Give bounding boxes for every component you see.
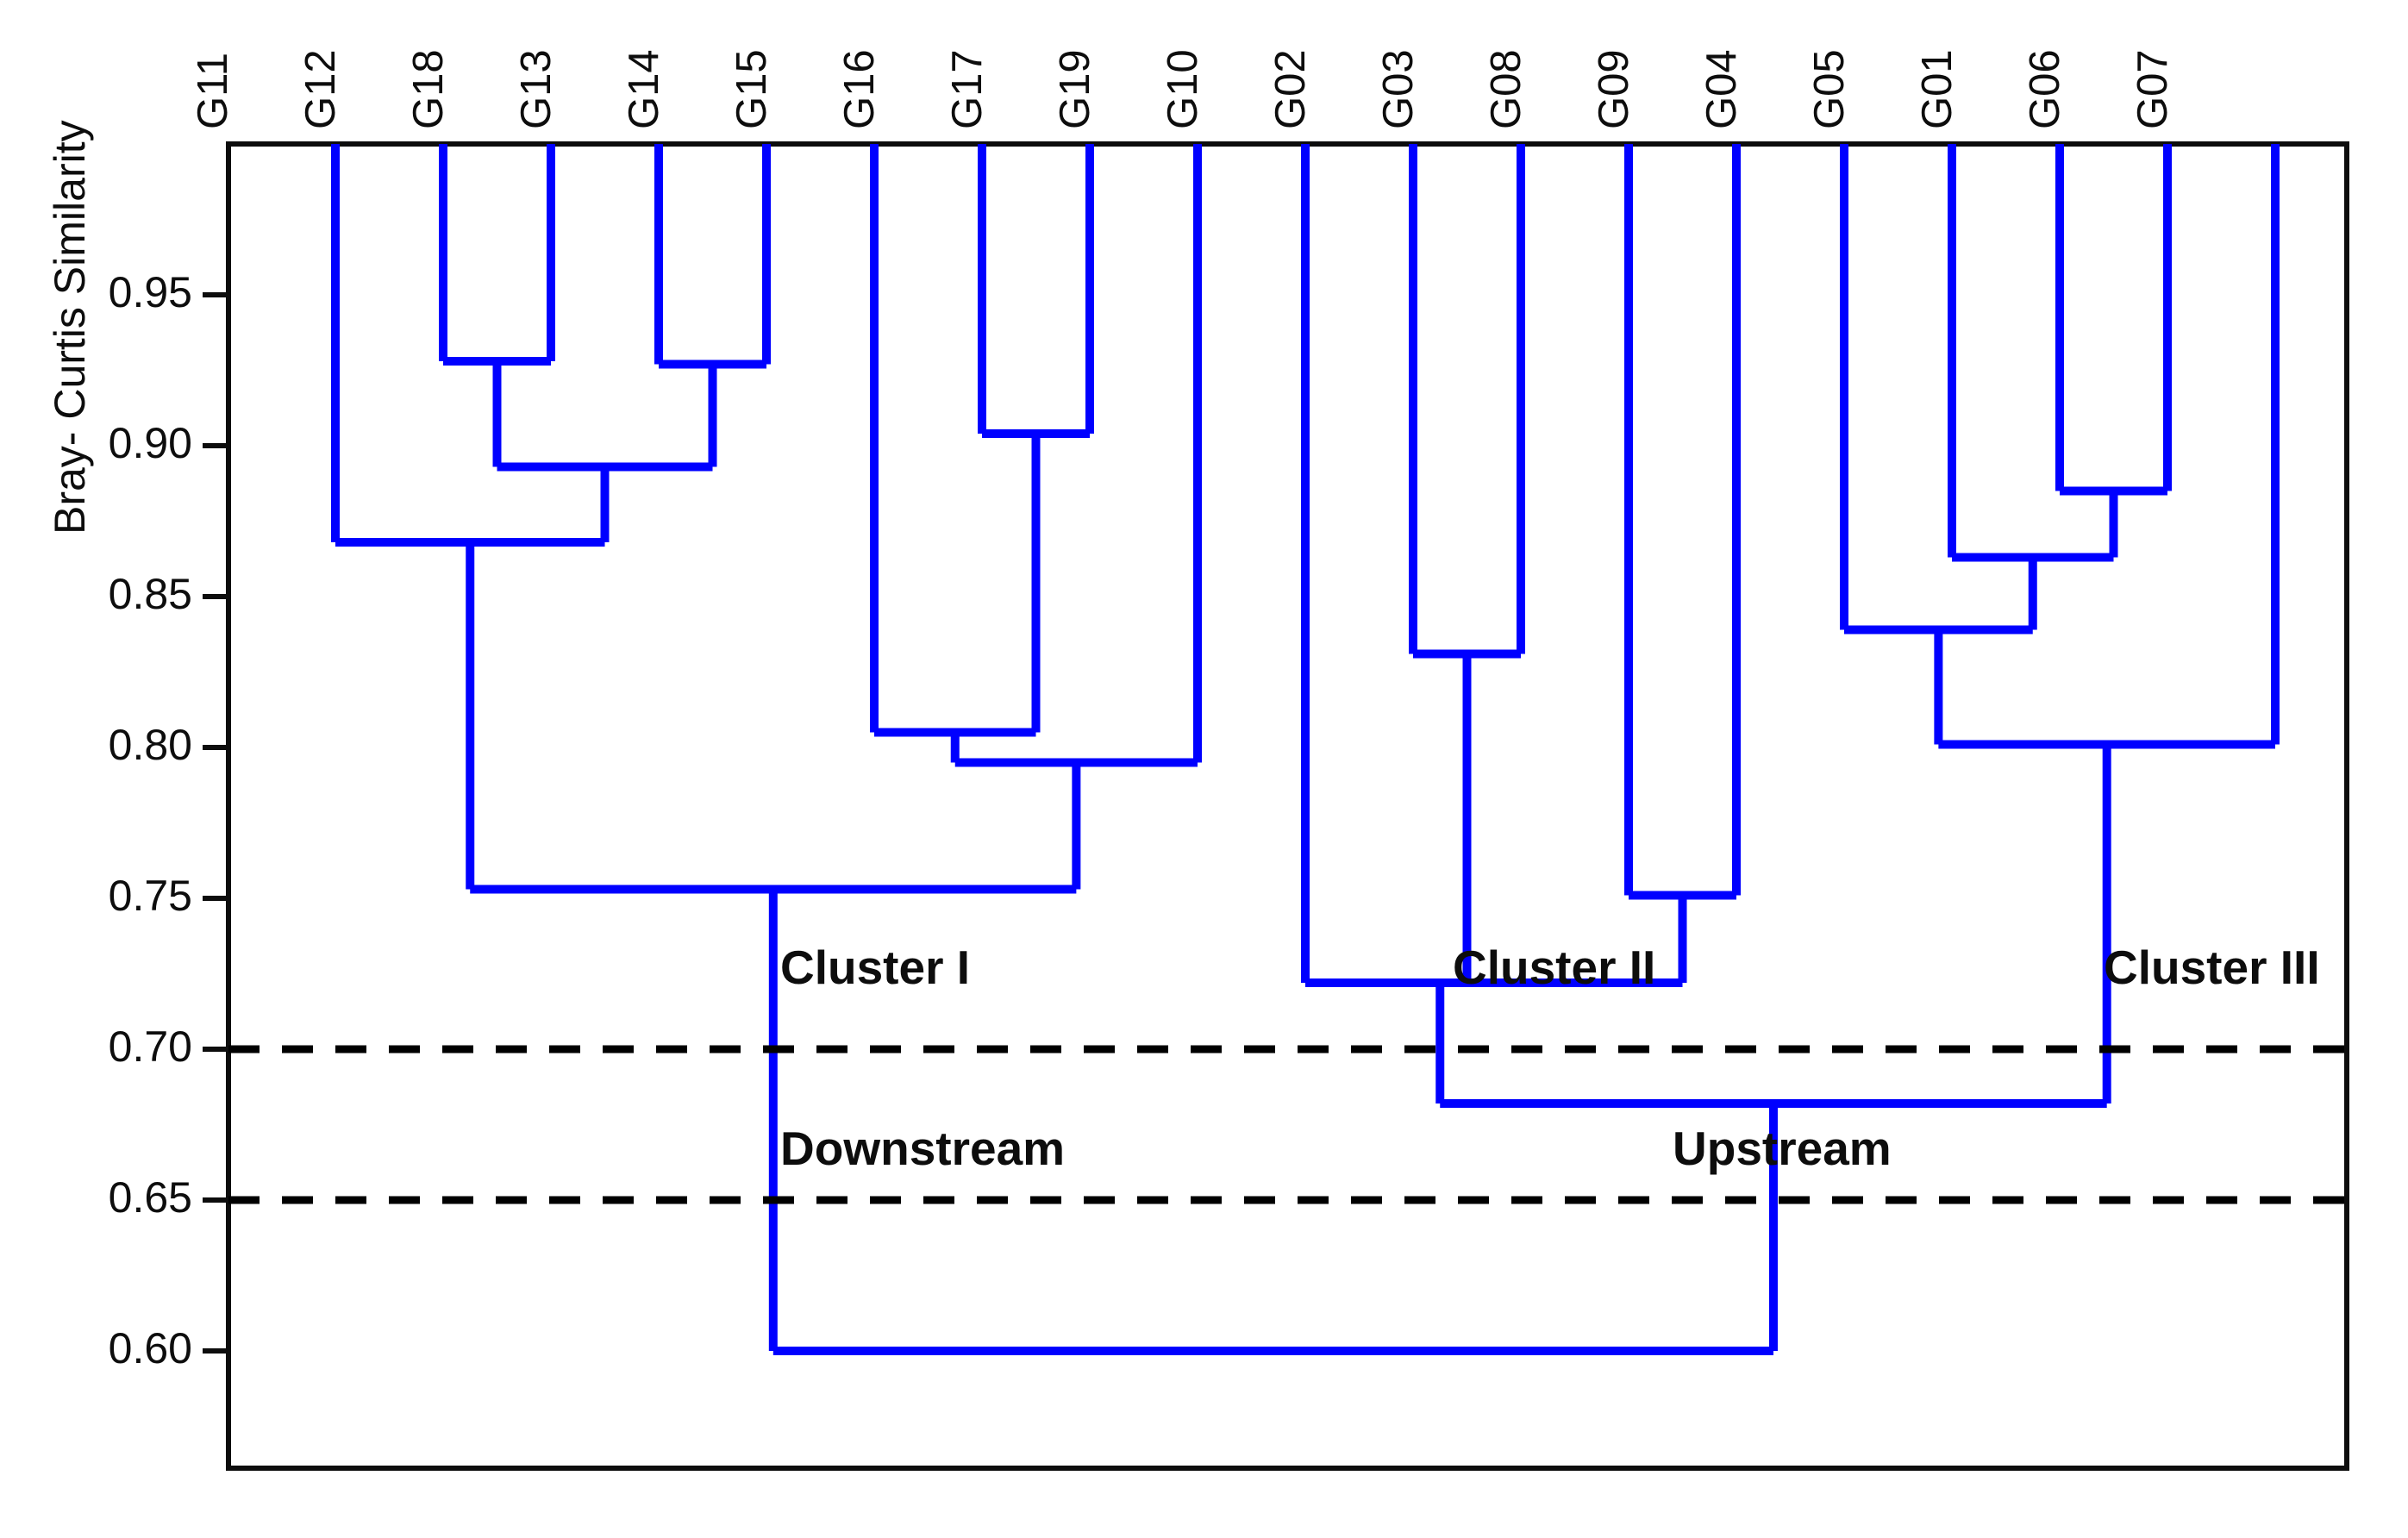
- cluster-3-label: Cluster III: [2104, 941, 2320, 994]
- y-tick-0-75: 0.75: [108, 872, 192, 920]
- cluster-2-label: Cluster II: [1453, 941, 1656, 994]
- threshold-lines: [228, 1045, 2347, 1204]
- y-tick-0-70: 0.70: [108, 1022, 192, 1071]
- upstream-label: Upstream: [1673, 1122, 1892, 1175]
- y-tick-0-65: 0.65: [108, 1173, 192, 1222]
- plot-border: [226, 141, 2349, 1471]
- y-tick-0-90: 0.90: [108, 419, 192, 467]
- plot-frame: [226, 141, 2349, 1471]
- downstream-label: Downstream: [780, 1122, 1066, 1175]
- y-tick-0-95: 0.95: [108, 268, 192, 316]
- y-axis-ticks: [203, 292, 228, 1354]
- cluster-1-label: Cluster I: [780, 941, 971, 994]
- y-tick-0-85: 0.85: [108, 570, 192, 618]
- y-tick-0-60: 0.60: [108, 1324, 192, 1372]
- dendrogram-links: [331, 144, 2280, 1355]
- y-tick-0-80: 0.80: [108, 721, 192, 769]
